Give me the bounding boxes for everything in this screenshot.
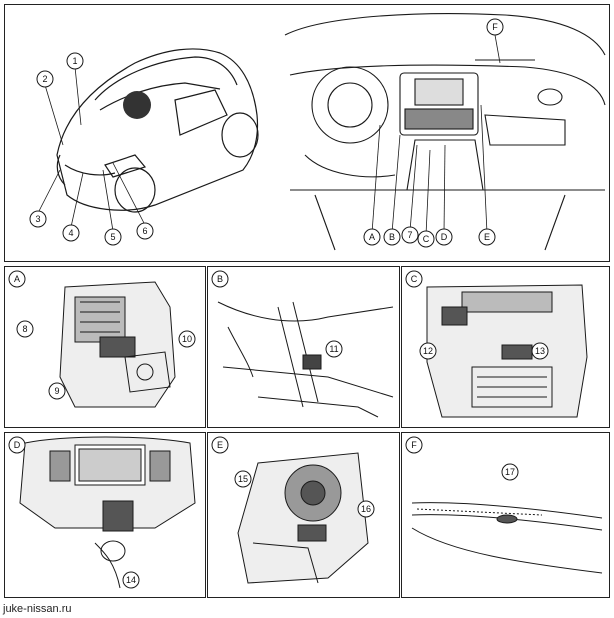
svg-text:8: 8: [22, 324, 27, 334]
svg-text:D: D: [14, 440, 21, 450]
svg-text:12: 12: [423, 346, 433, 356]
panel-tag-d: D: [8, 436, 26, 454]
svg-text:10: 10: [182, 334, 192, 344]
callout-15: 15: [234, 470, 252, 488]
callout-7: 7: [401, 226, 419, 244]
callout-4: 4: [62, 224, 80, 242]
panel-e: E 15 16: [207, 432, 400, 598]
car-illustration: [56, 48, 259, 213]
svg-text:B: B: [217, 274, 223, 284]
panel-tag-e: E: [211, 436, 229, 454]
callout-12: 12: [419, 342, 437, 360]
svg-text:16: 16: [361, 504, 371, 514]
svg-text:11: 11: [329, 344, 338, 354]
svg-text:17: 17: [505, 467, 515, 477]
svg-text:A: A: [14, 274, 20, 284]
dash-callout-lines: [371, 34, 501, 236]
callout-1: 1: [66, 52, 84, 70]
panel-f: F 17: [401, 432, 610, 598]
callout-17: 17: [501, 463, 519, 481]
watermark: juke-nissan.ru: [3, 603, 72, 615]
blower-motor-drawing: [237, 452, 369, 584]
callout-2: 2: [36, 70, 54, 88]
callout-8: 8: [16, 320, 34, 338]
callout-14: 14: [122, 571, 140, 589]
svg-text:F: F: [492, 22, 498, 32]
panel-d: D 14: [4, 432, 206, 598]
callout-d: D: [435, 228, 453, 246]
callout-c: C: [417, 230, 435, 248]
svg-text:C: C: [411, 274, 418, 284]
callout-f: F: [486, 18, 504, 36]
center-console-drawing: [19, 436, 196, 589]
dashboard-illustration: [284, 13, 606, 251]
heater-unit-drawing: [426, 284, 588, 418]
panel-tag-f: F: [405, 436, 423, 454]
svg-text:7: 7: [407, 230, 412, 240]
svg-text:9: 9: [54, 386, 59, 396]
svg-text:F: F: [411, 440, 417, 450]
panel-tag-a: A: [8, 270, 26, 288]
svg-text:D: D: [441, 232, 448, 242]
panel-b: B 11: [207, 266, 400, 428]
panel-tag-c: C: [405, 270, 423, 288]
panel-c: C 12 13: [401, 266, 610, 428]
callout-16: 16: [357, 500, 375, 518]
callout-b: B: [383, 228, 401, 246]
svg-text:C: C: [423, 234, 430, 244]
steering-emblem-icon: [123, 91, 151, 119]
overview-callouts: 1 2 3 4 5 6: [29, 52, 154, 246]
svg-text:5: 5: [110, 232, 115, 242]
defroster-sensor-drawing: [411, 502, 603, 574]
svg-text:A: A: [369, 232, 375, 242]
svg-text:E: E: [217, 440, 223, 450]
callout-3: 3: [29, 210, 47, 228]
svg-text:E: E: [484, 232, 490, 242]
svg-text:6: 6: [142, 226, 147, 236]
svg-text:15: 15: [238, 474, 248, 484]
callout-13: 13: [531, 342, 549, 360]
svg-text:4: 4: [68, 228, 73, 238]
overview-callout-lines: [37, 66, 146, 232]
svg-text:B: B: [389, 232, 395, 242]
callout-10: 10: [178, 330, 196, 348]
overview-frame: 1 2 3 4 5 6 A B 7 C D E F: [4, 4, 610, 262]
callout-a: A: [363, 228, 381, 246]
callout-6: 6: [136, 222, 154, 240]
svg-text:13: 13: [535, 346, 545, 356]
svg-text:1: 1: [72, 56, 77, 66]
panel-tag-b: B: [211, 270, 229, 288]
duct-sensor-drawing: [217, 301, 394, 418]
overview-drawing: 1 2 3 4 5 6 A B 7 C D E F: [29, 13, 606, 251]
svg-text:14: 14: [126, 575, 136, 585]
svg-text:3: 3: [35, 214, 40, 224]
panel-a: A 8 9 10: [4, 266, 206, 428]
dash-callouts: A B 7 C D E F: [363, 18, 504, 248]
callout-5: 5: [104, 228, 122, 246]
callout-e: E: [478, 228, 496, 246]
blower-unit-drawing: [59, 281, 176, 408]
callout-11: 11: [325, 340, 343, 358]
callout-9: 9: [48, 382, 66, 400]
svg-text:2: 2: [42, 74, 47, 84]
